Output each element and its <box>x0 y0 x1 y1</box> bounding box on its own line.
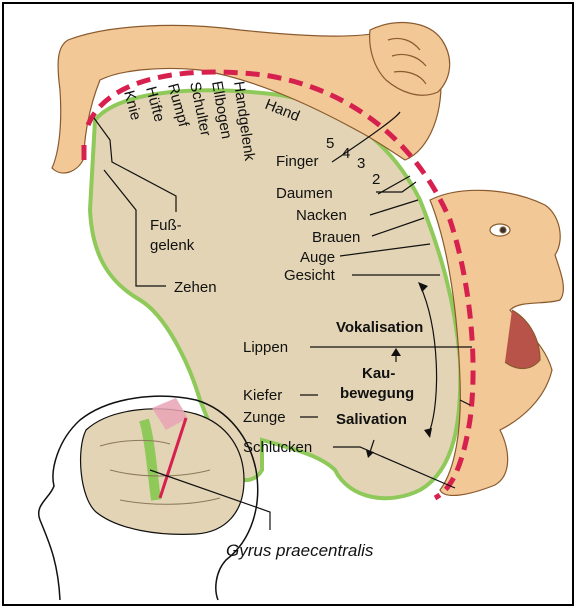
label-fussgelenk-line2: gelenk <box>150 237 195 254</box>
label-zunge: Zunge <box>243 409 286 426</box>
label-finger-5: 5 <box>326 135 334 152</box>
label-kau-line2: bewegung <box>340 385 414 402</box>
label-auge: Auge <box>300 249 335 266</box>
label-gesicht: Gesicht <box>284 267 336 284</box>
label-daumen: Daumen <box>276 185 333 202</box>
label-schlucken: Schlucken <box>243 439 312 456</box>
label-vokalisation: Vokalisation <box>336 319 423 336</box>
label-finger-4: 4 <box>342 145 350 162</box>
label-salivation: Salivation <box>336 411 407 428</box>
label-kiefer: Kiefer <box>243 387 282 404</box>
label-finger-3: 3 <box>357 155 365 172</box>
label-zehen: Zehen <box>174 279 217 296</box>
label-finger: Finger <box>276 153 319 170</box>
label-brauen: Brauen <box>312 229 360 246</box>
label-nacken: Nacken <box>296 207 347 224</box>
label-lippen: Lippen <box>243 339 288 356</box>
label-fussgelenk-line1: Fuß- <box>150 217 182 234</box>
label-kau-line1: Kau- <box>362 365 395 382</box>
brain-inset <box>81 409 244 535</box>
label-finger-2: 2 <box>372 171 380 188</box>
label-gyrus-praecentralis: Gyrus praecentralis <box>226 541 374 560</box>
